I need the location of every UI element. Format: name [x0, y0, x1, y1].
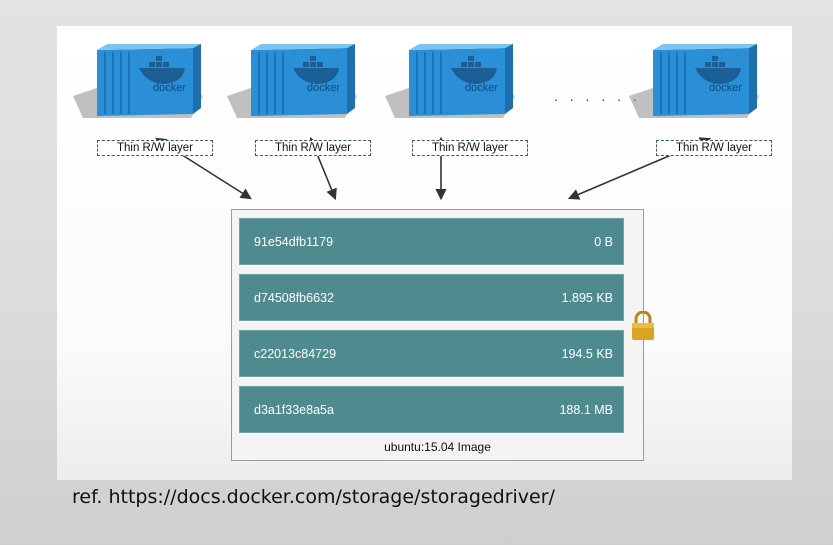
docker-whale-icon: [695, 56, 741, 84]
docker-whale-icon: [451, 56, 497, 84]
layer-id: d3a1f33e8a5a: [254, 403, 334, 417]
layer-id: c22013c84729: [254, 347, 337, 361]
docker-container-3: docker Thin R/W layer: [385, 44, 528, 156]
image-layers-box: 91e54dfb1179 0 B d74508fb6632 1.895 KB c…: [231, 209, 644, 461]
reference-caption: ref. https://docs.docker.com/storage/sto…: [72, 486, 555, 508]
layer-size: 0 B: [594, 235, 613, 249]
image-name-label: ubuntu:15.04 Image: [384, 440, 491, 454]
thin-rw-layer-label: Thin R/W layer: [255, 140, 371, 156]
image-layer: c22013c84729 194.5 KB: [239, 330, 624, 377]
docker-logo-text: docker: [709, 82, 743, 94]
docker-container-2: docker Thin R/W layer: [227, 44, 371, 156]
docker-logo-text: docker: [153, 82, 187, 94]
thin-rw-layer-label: Thin R/W layer: [412, 140, 528, 156]
docker-whale-icon: [293, 56, 339, 84]
layer-size: 188.1 MB: [559, 403, 613, 417]
diagram-slide: docker Thin R/W layer docker Thin R/W la…: [57, 26, 792, 480]
thin-rw-layer-label: Thin R/W layer: [656, 140, 772, 156]
shipping-container-icon: [227, 44, 357, 118]
shipping-container-icon: [385, 44, 515, 118]
image-layer: d74508fb6632 1.895 KB: [239, 274, 624, 321]
docker-logo-text: docker: [465, 82, 499, 94]
shipping-container-icon: [629, 44, 759, 118]
layer-id: d74508fb6632: [254, 291, 334, 305]
layer-size: 194.5 KB: [561, 347, 613, 361]
image-layer: d3a1f33e8a5a 188.1 MB: [239, 386, 624, 433]
lock-icon: [632, 311, 654, 340]
layer-id: 91e54dfb1179: [254, 235, 334, 249]
thin-rw-layer-label: Thin R/W layer: [97, 140, 213, 156]
docker-container-1: docker Thin R/W layer: [73, 44, 213, 156]
shipping-container-icon: [73, 44, 203, 118]
more-containers-ellipsis: . . . . . .: [554, 88, 641, 104]
docker-container-4: docker Thin R/W layer: [629, 44, 772, 156]
docker-logo-text: docker: [307, 82, 341, 94]
image-layer: 91e54dfb1179 0 B: [239, 218, 624, 265]
docker-whale-icon: [139, 56, 185, 84]
layer-size: 1.895 KB: [561, 291, 613, 305]
